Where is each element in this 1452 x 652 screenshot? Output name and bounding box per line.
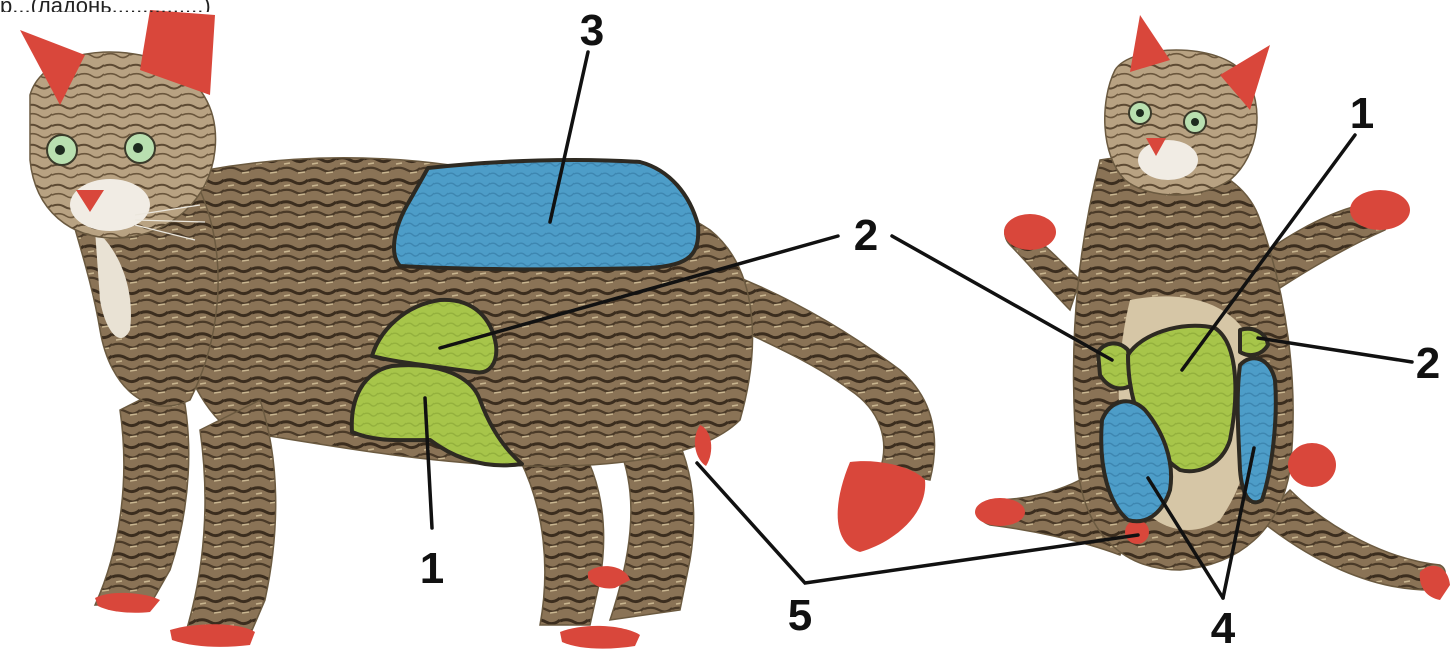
back-cat-paw-hind-left: [975, 498, 1025, 526]
label-back-2-right: 2: [1416, 339, 1440, 388]
side-cat-muzzle: [70, 179, 150, 231]
header-text-fragment: р...(ладонь...............): [0, 0, 420, 12]
label-side-2: 2: [854, 211, 878, 260]
side-cat-eye-left-pupil: [55, 145, 65, 155]
back-cat-paw-hind-mid: [1288, 443, 1336, 487]
side-cat-paw-hind-right: [560, 626, 640, 649]
side-view-cat: [20, 10, 935, 649]
label-shared-5: 5: [788, 591, 812, 640]
back-cat-genital-spot: [1125, 520, 1149, 544]
side-cat-paw-front-right: [170, 624, 255, 647]
side-cat-tail: [720, 270, 935, 480]
back-cat-eye-left-pupil: [1136, 109, 1144, 117]
side-zone-3-back: [394, 160, 698, 269]
back-cat-paw-front-left: [1004, 214, 1056, 250]
label-back-1: 1: [1350, 89, 1374, 138]
back-view-cat: [975, 15, 1450, 600]
side-cat-front-leg-front: [95, 380, 189, 605]
side-cat-eye-right-pupil: [133, 143, 143, 153]
back-cat-eye-right-pupil: [1191, 118, 1199, 126]
label-side-3: 3: [580, 6, 604, 55]
back-cat-hind-leg-right: [1260, 490, 1445, 590]
back-cat-muzzle: [1138, 140, 1198, 180]
side-cat-front-leg-back: [185, 400, 276, 635]
back-cat-paw-front-right: [1350, 190, 1410, 230]
label-back-4: 4: [1211, 604, 1236, 652]
label-side-1: 1: [420, 544, 444, 593]
side-cat-tail-tip: [838, 461, 926, 552]
